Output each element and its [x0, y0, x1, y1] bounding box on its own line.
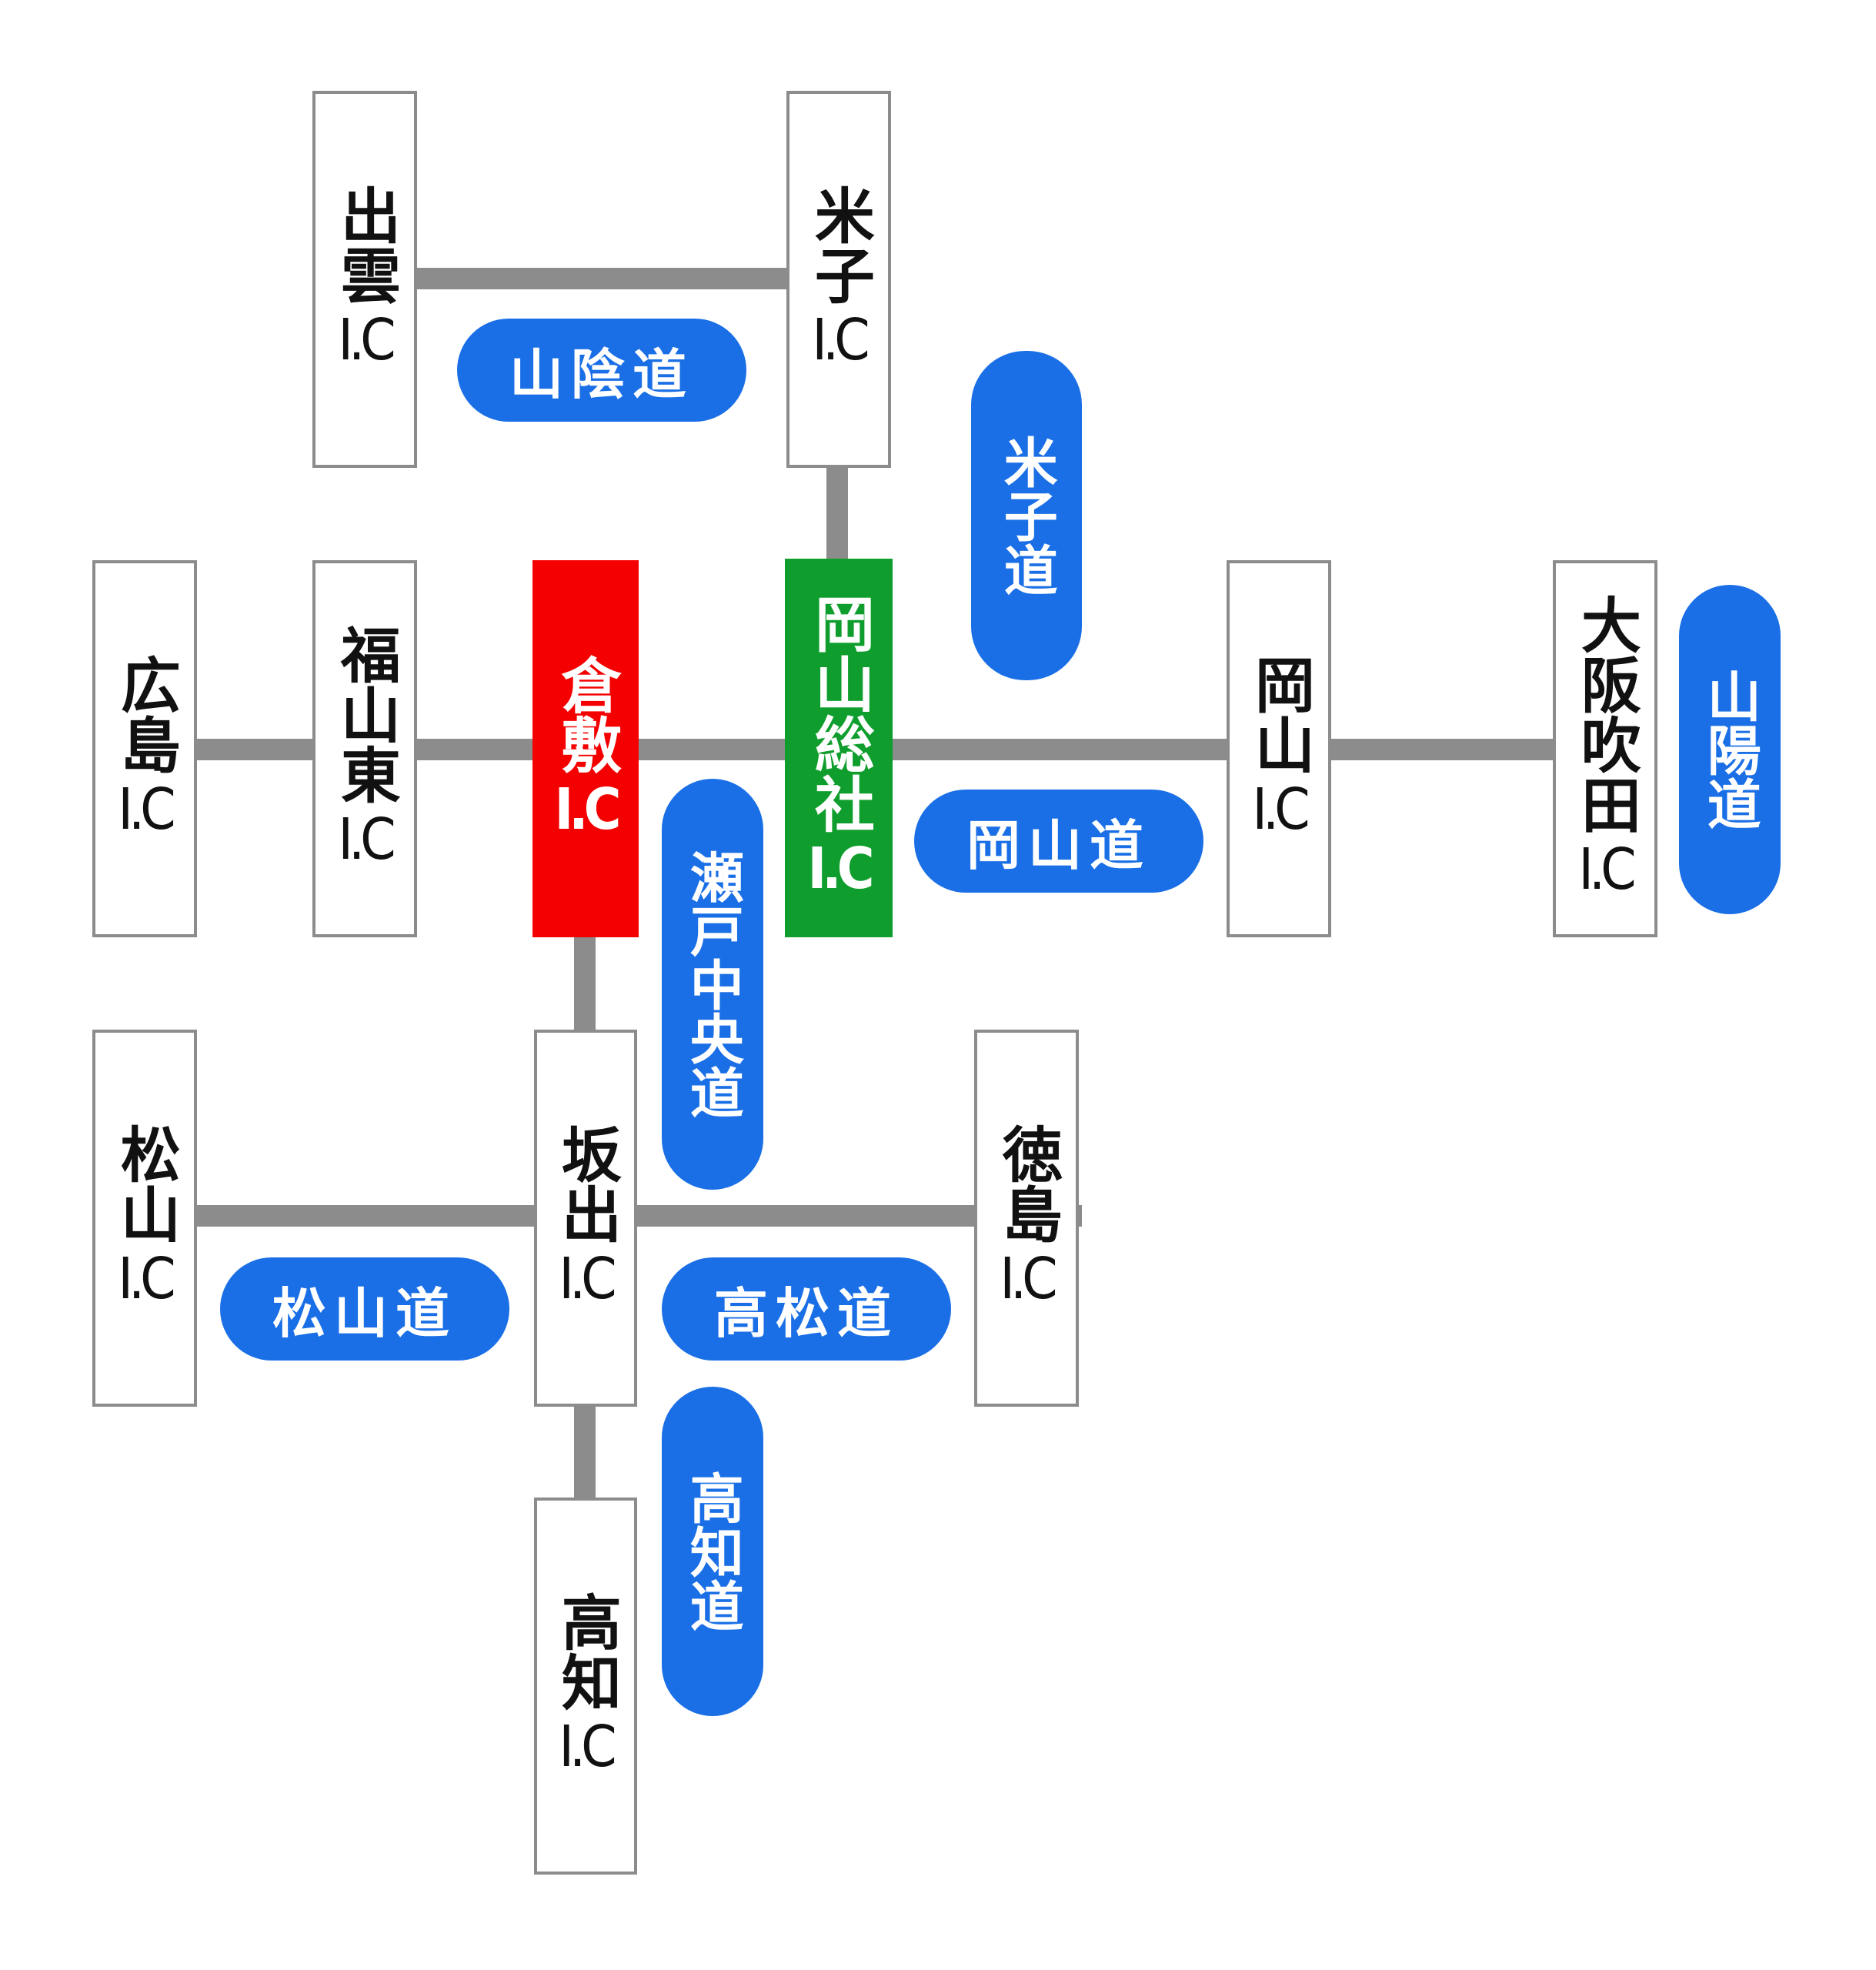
ic-name: 倉敷 — [551, 654, 621, 775]
ic-suffix: I.C — [807, 836, 875, 903]
road-izumo-yonago — [417, 268, 788, 289]
ic-okayama-soja-junction[interactable]: 岡山総社 I.C — [785, 559, 893, 937]
ic-suffix: I.C — [559, 1714, 616, 1781]
road-okayama-osaka — [1331, 739, 1553, 760]
ic-name: 米子 — [804, 185, 874, 306]
ic-name: 出雲 — [330, 185, 400, 306]
highway-label-text: 高知道 — [681, 1471, 745, 1632]
ic-name: 大阪吹田 — [1571, 594, 1641, 835]
highway-label-okayama: 岡山道 — [914, 790, 1203, 893]
ic-suffix: I.C — [1578, 836, 1636, 903]
ic-suffix: I.C — [1252, 776, 1310, 843]
road-matsuyama-sakaide — [197, 1205, 534, 1227]
road-okayama-soja-okayama — [893, 739, 1227, 760]
ic-suffix: I.C — [812, 307, 870, 374]
road-sakaide-kochi — [574, 1405, 596, 1498]
ic-tokushima[interactable]: 徳島 I.C — [974, 1030, 1079, 1407]
ic-name: 広島 — [110, 654, 180, 775]
ic-hiroshima[interactable]: 広島 I.C — [92, 560, 197, 937]
highway-label-matsuyama: 松山道 — [220, 1257, 509, 1361]
ic-suffix: I.C — [338, 307, 396, 374]
highway-label-text: 瀬戸中央道 — [681, 850, 745, 1119]
ic-izumo[interactable]: 出雲 I.C — [312, 91, 417, 468]
highway-label-text: 米子道 — [995, 435, 1059, 596]
ic-name: 岡山総社 — [804, 593, 874, 834]
highway-label-sanyo: 山陽道 — [1679, 585, 1781, 914]
road-yonago-okayama-soja — [826, 468, 848, 559]
highway-label-yonago: 米子道 — [971, 351, 1082, 680]
highway-label-kochi: 高知道 — [662, 1387, 763, 1716]
highway-label-takamatsu: 高松道 — [662, 1257, 951, 1361]
ic-suffix: I.C — [554, 776, 622, 843]
ic-suffix: I.C — [559, 1246, 616, 1313]
road-kurashiki-okayama-soja — [639, 739, 785, 760]
road-hiroshima-fukuyama — [197, 739, 312, 760]
ic-name: 福山東 — [330, 624, 400, 805]
ic-okayama[interactable]: 岡山 I.C — [1227, 560, 1331, 937]
ic-suffix: I.C — [338, 806, 396, 873]
ic-kochi[interactable]: 高知 I.C — [534, 1498, 637, 1875]
ic-name: 松山 — [110, 1124, 180, 1244]
ic-osaka-suita[interactable]: 大阪吹田 I.C — [1553, 560, 1657, 937]
ic-suffix: I.C — [118, 776, 175, 843]
highway-label-text: 山陽道 — [1698, 669, 1762, 830]
ic-suffix: I.C — [1000, 1246, 1057, 1313]
ic-yonago[interactable]: 米子 I.C — [786, 91, 891, 468]
ic-name: 高知 — [551, 1591, 621, 1712]
ic-fukuyama-higashi[interactable]: 福山東 I.C — [312, 560, 417, 937]
ic-matsuyama[interactable]: 松山 I.C — [92, 1030, 197, 1407]
ic-name: 徳島 — [992, 1124, 1062, 1244]
highway-label-seto-chuo: 瀬戸中央道 — [662, 779, 763, 1190]
ic-sakaide[interactable]: 坂出 I.C — [534, 1030, 637, 1407]
highway-label-sanin: 山陰道 — [457, 319, 746, 422]
road-fukuyama-kurashiki — [417, 739, 532, 760]
ic-name: 坂出 — [551, 1124, 621, 1244]
ic-kurashiki-current[interactable]: 倉敷 I.C — [532, 560, 639, 937]
ic-name: 岡山 — [1244, 654, 1314, 775]
road-kurashiki-sakaide — [574, 937, 596, 1030]
ic-suffix: I.C — [118, 1246, 175, 1313]
